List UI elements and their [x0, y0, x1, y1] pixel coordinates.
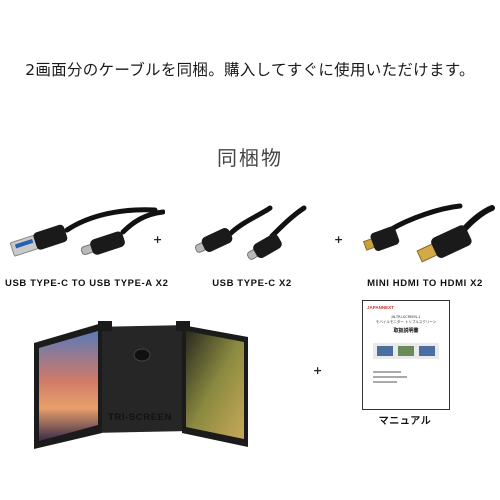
tri-screen-monitor-image [34, 321, 248, 449]
mini-hdmi-to-hdmi-cable-image [362, 203, 495, 263]
usb-c-to-usb-a-cable-image [9, 207, 165, 257]
item-label: マニュアル [378, 416, 432, 427]
manual-heading: 取扱説明書 [393, 328, 419, 334]
usb-c-cable-image [194, 205, 307, 260]
plus-sign: + [153, 233, 163, 246]
plus-sign: + [334, 233, 344, 246]
item-label: USB TYPE-C X2 [212, 278, 292, 289]
manual-title-line: モバイルモニター トリプルスクリーン [375, 320, 437, 324]
section-title: 同梱物 [217, 146, 283, 170]
plus-sign: + [313, 364, 323, 377]
manual-title-line: JN-TRI-SCREEN-1 [391, 315, 421, 319]
item-label: MINI HDMI TO HDMI X2 [367, 278, 483, 289]
manual-image: JAPANNEXT JN-TRI-SCREEN-1 モバイルモニター トリプルス… [362, 300, 450, 410]
headline: 2画面分のケーブルを同梱。購入してすぐに使用いただけます。 [25, 61, 475, 79]
item-label: TRI-SCREEN [107, 412, 173, 423]
item-label: USB TYPE-C TO USB TYPE-A X2 [5, 278, 169, 289]
manual-photo [373, 343, 439, 359]
manual-brand: JAPANNEXT [367, 305, 394, 310]
